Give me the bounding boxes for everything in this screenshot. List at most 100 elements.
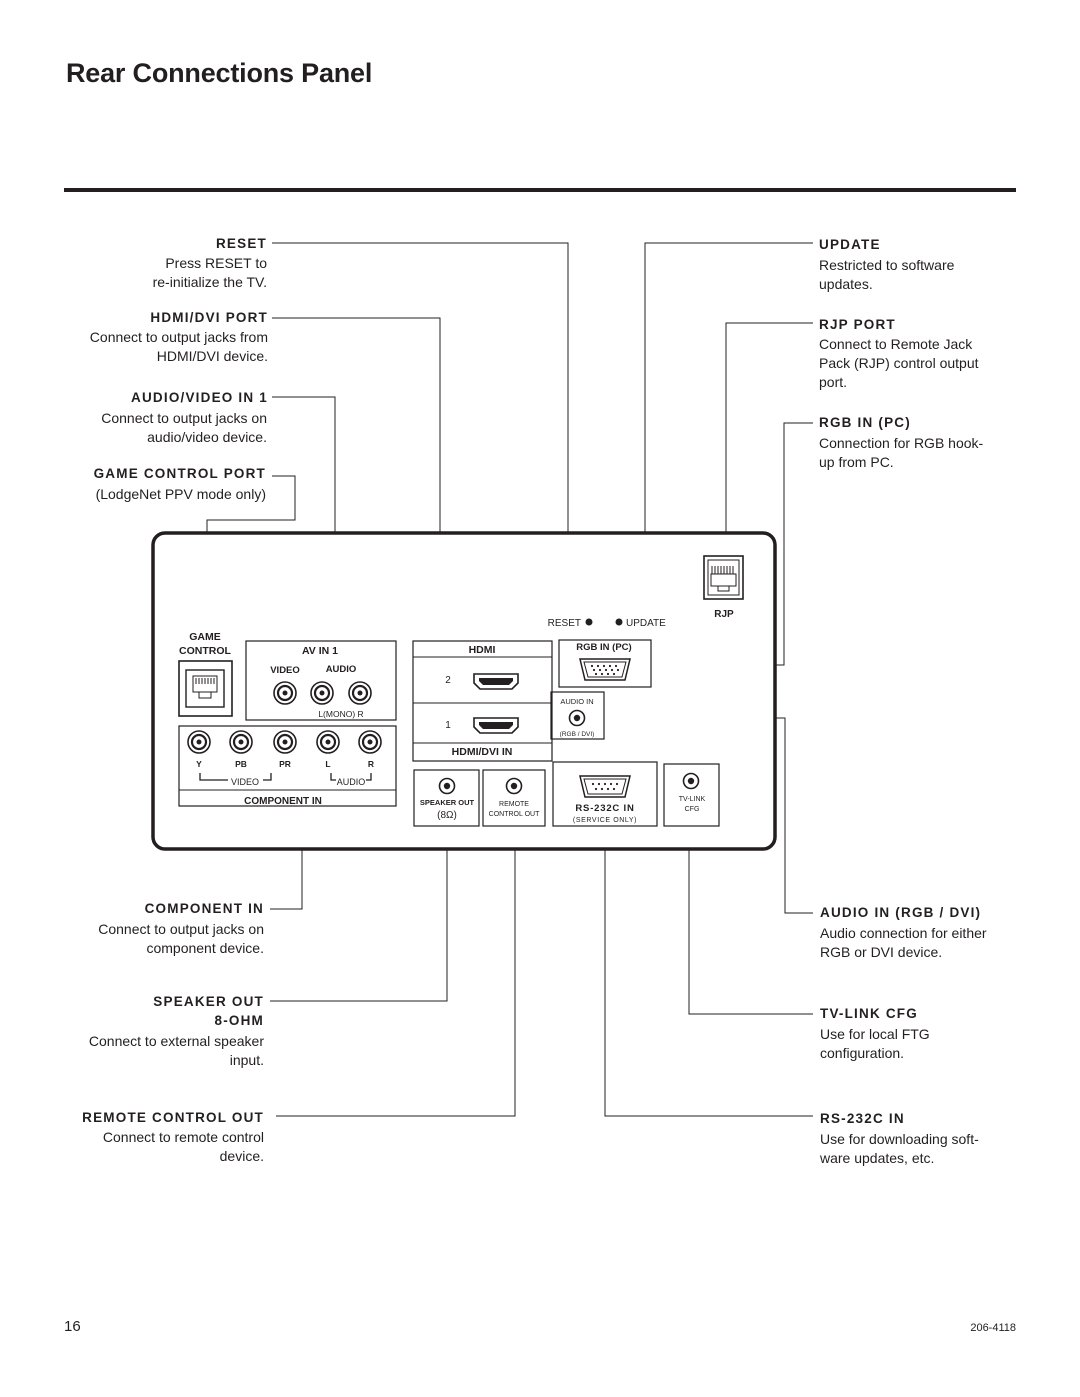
av-audio-label: AUDIO (326, 664, 357, 675)
rs232c-box (552, 761, 658, 827)
speaker-out-leader-line (270, 830, 448, 1002)
rjp-port-description: Connect to Remote Jack Pack (RJP) contro… (819, 336, 979, 390)
component-pr-label: PR (279, 759, 291, 769)
hdmi-port-description: Connect to output jacks from HDMI/DVI de… (89, 329, 268, 364)
component-in-label: COMPONENT IN (244, 796, 322, 807)
reset-label: RESET (548, 618, 581, 629)
component-r-label: R (368, 759, 374, 769)
av-in-box (245, 640, 397, 721)
component-in-heading: COMPONENT IN (144, 901, 264, 916)
rgb-in-pc-label: RGB IN (PC) (576, 642, 631, 653)
update-leader-line (644, 242, 813, 614)
reset-description: Press RESET to re-initialize the TV. (152, 255, 267, 290)
control-out-label: CONTROL OUT (489, 811, 540, 818)
component-y-label: Y (196, 759, 202, 769)
game-control-description: (LodgeNet PPV mode only) (95, 486, 266, 502)
rs232c-service-only-label: (SERVICE ONLY) (573, 817, 637, 824)
update-label: UPDATE (626, 618, 666, 629)
hdmi-1-port[interactable] (473, 717, 519, 734)
audio-in-label: AUDIO IN (560, 697, 593, 706)
game-control-label-1: GAME (189, 631, 221, 643)
document-number: 206-4118 (970, 1322, 1016, 1334)
rs232c-in-description: Use for downloading soft- ware updates, … (820, 1131, 979, 1166)
reset-leader-line (272, 242, 569, 614)
av-video-label: VIDEO (270, 665, 300, 676)
update-description: Restricted to software updates. (819, 257, 955, 292)
page-title: Rear Connections Panel (66, 58, 373, 88)
page-number: 16 (64, 1318, 81, 1335)
update-heading: UPDATE (819, 237, 881, 252)
rgb-in-vga-port[interactable] (579, 658, 631, 681)
component-video-label: VIDEO (231, 777, 259, 787)
remote-label: REMOTE (499, 801, 529, 808)
component-pb-label: PB (235, 759, 247, 769)
rjp-port (703, 555, 744, 600)
component-y-jack[interactable] (186, 729, 212, 755)
component-pb-jack[interactable] (228, 729, 254, 755)
component-audio-label: AUDIO (337, 777, 366, 787)
tv-link-cfg-description: Use for local FTG configuration. (820, 1026, 930, 1061)
remote-control-leader-line (276, 830, 516, 1117)
component-l-label: L (325, 759, 330, 769)
rs232c-in-heading: RS-232C IN (820, 1111, 905, 1126)
component-audio-r-jack[interactable] (357, 729, 383, 755)
tv-link-label: TV-LINK (679, 796, 706, 803)
hdmi-label: HDMI (469, 644, 496, 656)
hdmi-2-label: 2 (445, 675, 451, 686)
component-box (178, 725, 397, 807)
audio-in-rgb-heading: AUDIO IN (RGB / DVI) (820, 905, 982, 920)
tv-link-cfg-heading: TV-LINK CFG (820, 1006, 918, 1021)
title-rule (64, 188, 1016, 192)
av-in-label: AV IN 1 (302, 645, 338, 657)
rs232c-in-label: RS-232C IN (575, 803, 634, 814)
speaker-out-description: Connect to external speaker input. (88, 1033, 264, 1068)
speaker-out-box (413, 769, 480, 827)
remote-control-out-description: Connect to remote control device. (102, 1129, 264, 1164)
rgb-in-box (558, 639, 652, 688)
av-in-heading: AUDIO/VIDEO IN 1 (131, 390, 268, 405)
hdmi-port-heading: HDMI/DVI PORT (150, 310, 268, 325)
av-audio-left-jack[interactable] (309, 680, 335, 706)
rjp-label: RJP (714, 609, 734, 620)
hdmi-2-port[interactable] (473, 673, 519, 690)
av-video-jack[interactable] (272, 680, 298, 706)
speaker-out-ohm-heading: 8-OHM (214, 1013, 264, 1028)
av-lmono-r-label: L(MONO) R (318, 709, 363, 719)
speaker-out-label: SPEAKER OUT (420, 798, 475, 807)
tv-link-leader-line (688, 830, 813, 1015)
reset-button[interactable] (585, 618, 593, 626)
hdmi-1-label: 1 (445, 720, 451, 731)
component-video-bracket-left (199, 773, 228, 781)
component-pr-jack[interactable] (272, 729, 298, 755)
rjp-leader-line (725, 322, 813, 554)
audio-in-rgb-description: Audio connection for either RGB or DVI d… (820, 925, 987, 960)
rear-panel-outline (151, 531, 777, 851)
component-audio-l-jack[interactable] (315, 729, 341, 755)
av-audio-right-jack[interactable] (347, 680, 373, 706)
tv-link-box (663, 763, 720, 827)
component-audio-bracket-right (366, 773, 372, 781)
hdmi-dvi-in-label: HDMI/DVI IN (452, 746, 513, 758)
rgb-in-description: Connection for RGB hook- up from PC. (819, 435, 984, 470)
hdmi-leader-line (272, 317, 441, 629)
cfg-label: CFG (685, 806, 700, 813)
component-in-description: Connect to output jacks on component dev… (98, 921, 264, 956)
component-video-bracket-right (263, 773, 272, 781)
remote-control-out-heading: REMOTE CONTROL OUT (82, 1110, 264, 1125)
game-control-port (178, 660, 233, 717)
rjp-port-heading: RJP PORT (819, 317, 896, 332)
rs232c-port[interactable] (579, 775, 631, 798)
audio-in-box (550, 691, 605, 740)
rgb-in-heading: RGB IN (PC) (819, 415, 911, 430)
reset-heading: RESET (215, 236, 267, 251)
game-control-label-2: CONTROL (179, 645, 231, 657)
component-audio-bracket-left (330, 773, 336, 781)
rs232c-leader-line (604, 830, 813, 1117)
speaker-out-ohm-label: (8Ω) (437, 810, 457, 821)
hdmi-box (412, 640, 553, 762)
update-button[interactable] (615, 618, 623, 626)
audio-in-rgb-dvi-label: (RGB / DVI) (560, 731, 595, 738)
remote-control-box (482, 769, 546, 827)
speaker-out-heading: SPEAKER OUT (153, 994, 264, 1009)
